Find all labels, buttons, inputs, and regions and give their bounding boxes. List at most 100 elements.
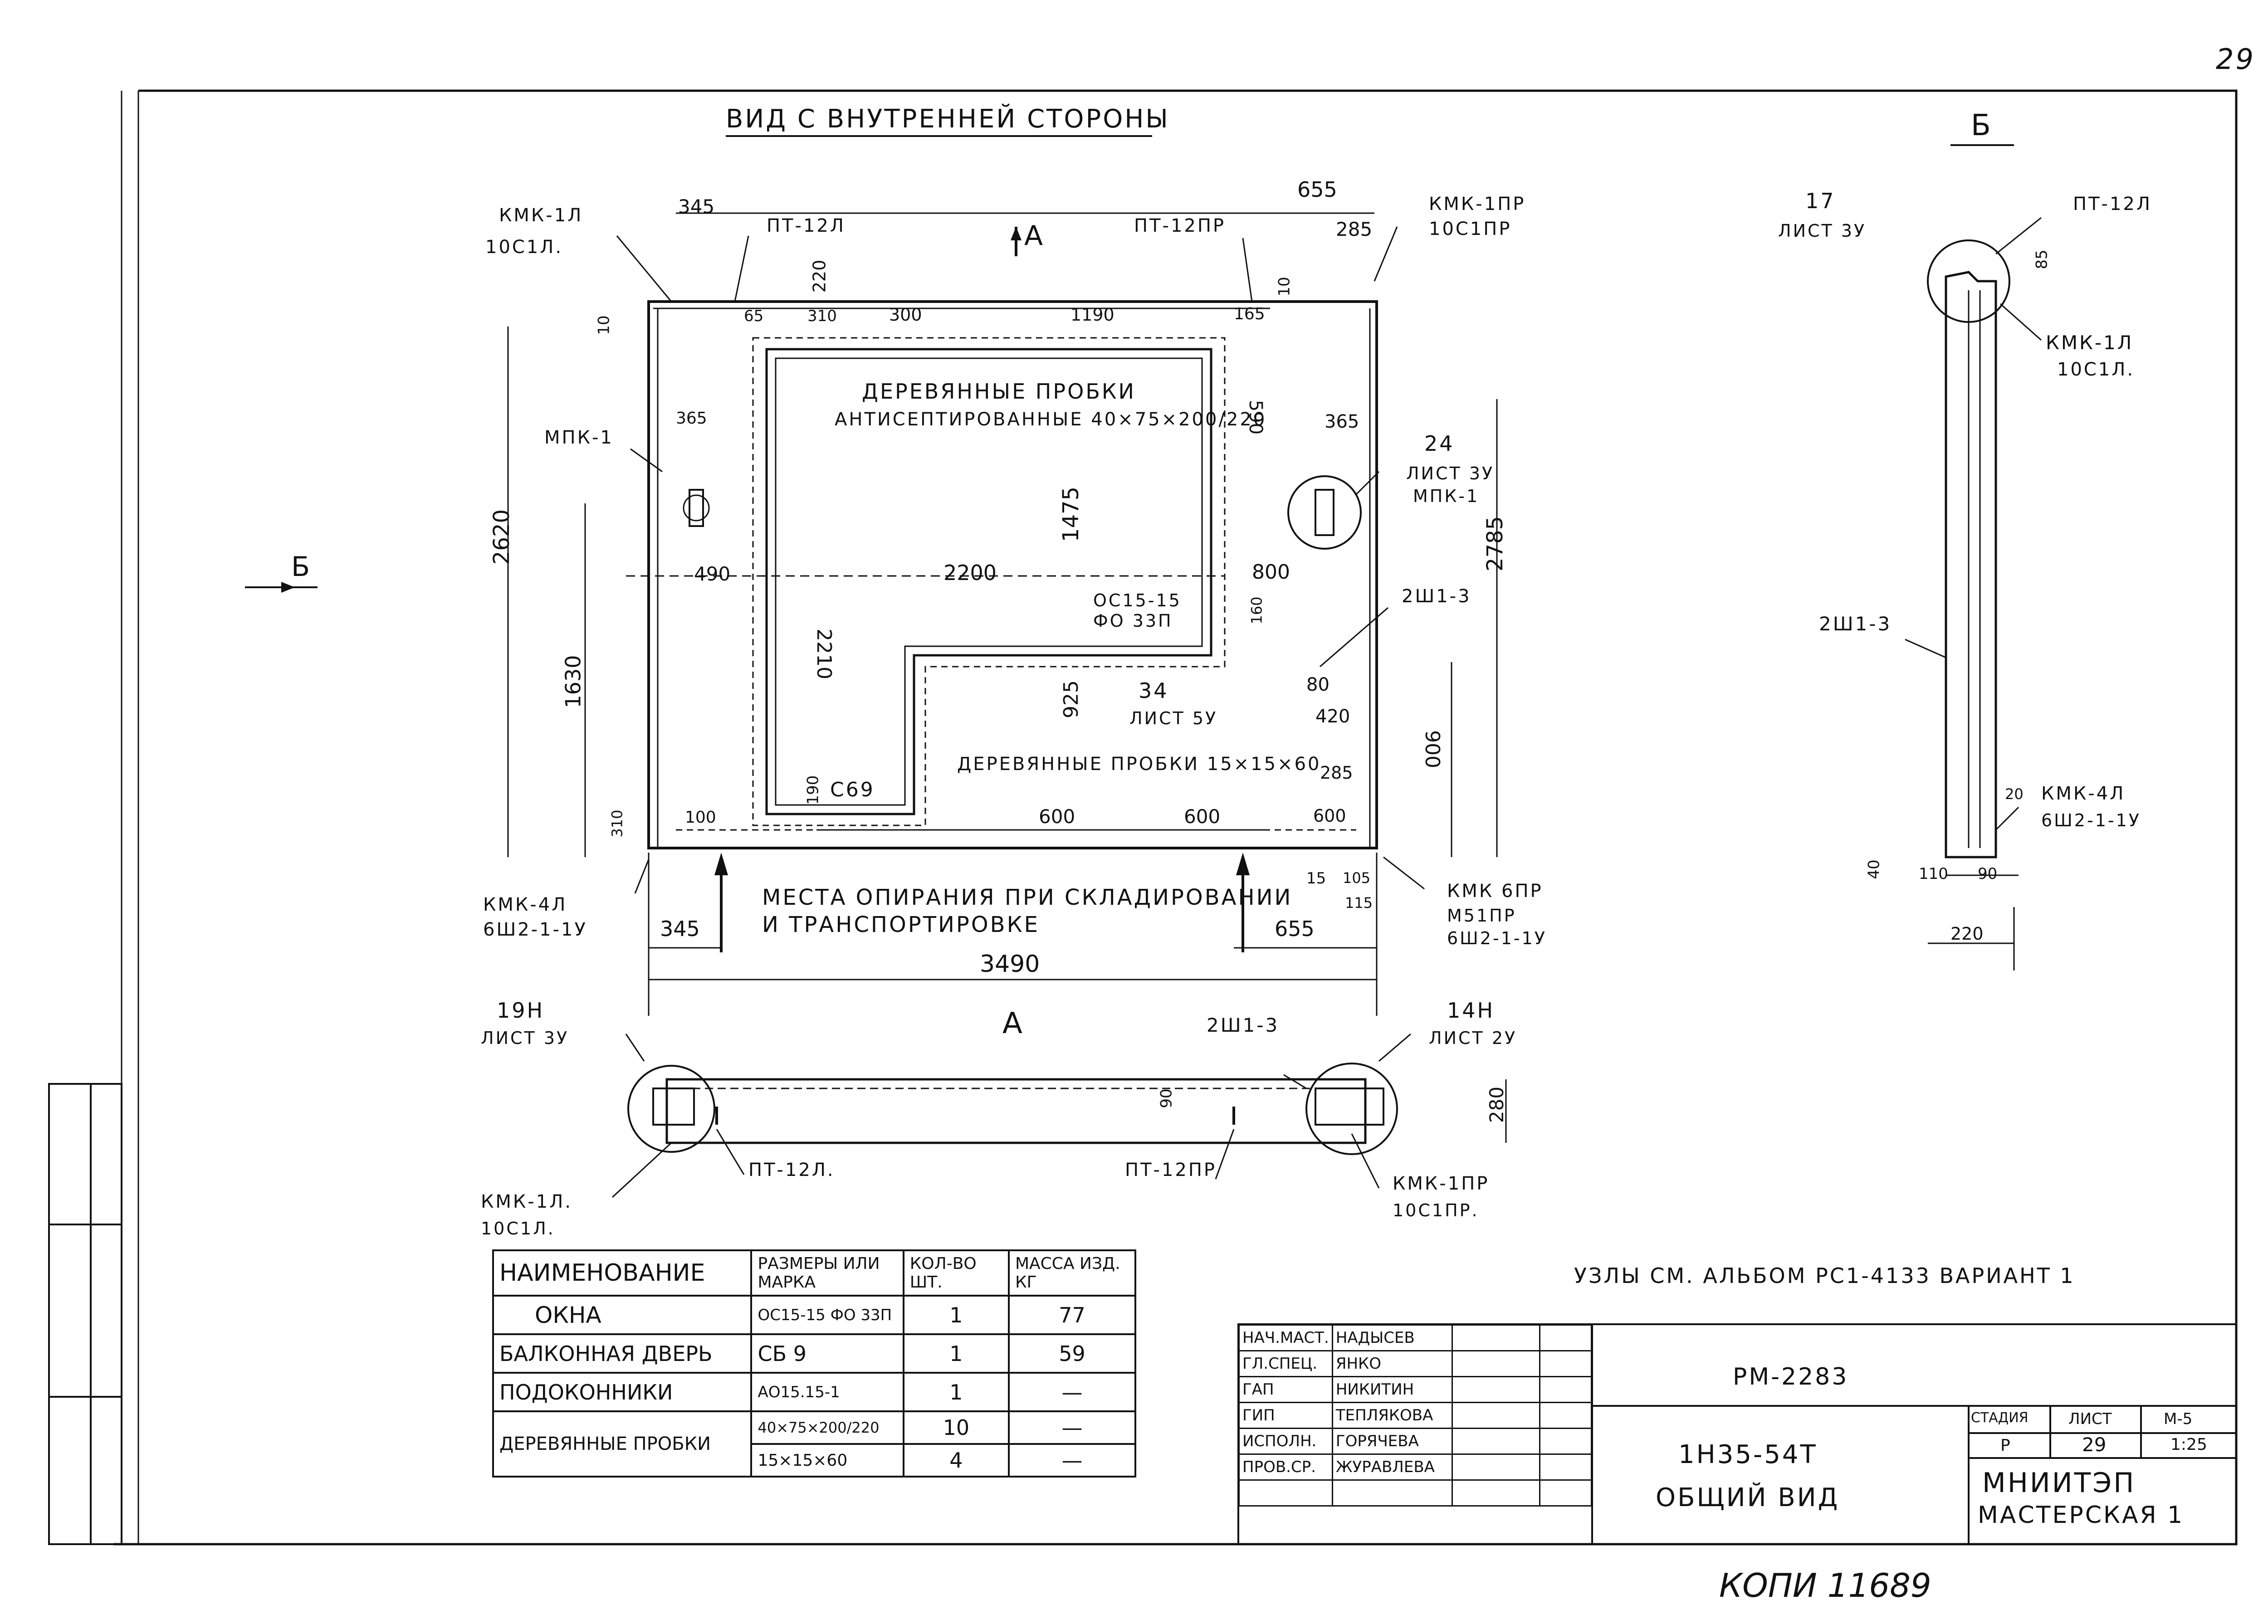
view-a-marker: А: [1024, 220, 1043, 252]
callout-ps1pr: 10С1ПР: [1429, 219, 1512, 239]
bottom-a-label: А: [1002, 1007, 1022, 1040]
tb-sign: [1452, 1324, 1541, 1351]
plan-ref19: 19Н: [497, 998, 545, 1023]
secb-dim-220: 220: [1950, 924, 1984, 944]
secb-dim-90: 90: [1978, 865, 1998, 883]
spec-cell: 1: [902, 1295, 1010, 1335]
spec-cell: 1: [902, 1372, 1010, 1412]
callout-pt12pr: ПТ-12ПР: [1134, 215, 1226, 236]
tb-name: НИКИТИН: [1331, 1376, 1453, 1403]
tb-sign: [1452, 1428, 1541, 1455]
dim-15: 15: [1306, 869, 1326, 888]
spec-cell: ОС15-15 ФО 33П: [750, 1295, 904, 1335]
spec-cell: 1: [902, 1333, 1010, 1374]
plan-pt12l: ПТ-12Л.: [748, 1160, 835, 1180]
callout-kmk4l: КМК-4Л: [483, 894, 567, 915]
spec-cell: БАЛКОННАЯ ДВЕРЬ: [492, 1333, 753, 1374]
spec-cell: ДЕРЕВЯННЫЕ ПРОБКИ: [492, 1410, 753, 1478]
tb-role: НАЧ.МАСТ.: [1238, 1324, 1333, 1351]
tb-sheet-label: ЛИСТ: [2068, 1410, 2112, 1428]
secb-ps1l: 10С1Л.: [2057, 359, 2135, 380]
callout-m51pr: М51ПР: [1447, 906, 1516, 926]
spec-cell: ОКНА: [492, 1295, 753, 1335]
table-row: 15×15×60 4 —: [493, 1443, 1137, 1478]
tb-name: ЯНКО: [1331, 1350, 1453, 1377]
tb-date: [1539, 1453, 1592, 1481]
tb-role: ГАП: [1238, 1376, 1333, 1403]
callout-mpk1: МПК-1: [544, 427, 614, 448]
tb-role: ГИП: [1238, 1402, 1333, 1429]
dim-1190: 1190: [1070, 305, 1114, 325]
dim-655-top: 655: [1297, 177, 1337, 202]
nodes-note: УЗЛЫ СМ. АЛЬБОМ РС1-4133 ВАРИАНТ 1: [1574, 1263, 2075, 1288]
dim-285-top: 285: [1336, 218, 1373, 240]
callout-ref24: 24: [1424, 431, 1455, 456]
spec-cell: 40×75×200/220: [750, 1410, 904, 1445]
tb-sign: [1452, 1350, 1541, 1377]
spec-table: НАИМЕНОВАНИЕ РАЗМЕРЫ ИЛИ МАРКА КОЛ-ВО ШТ…: [492, 1249, 1137, 1478]
callout-mesta2: И ТРАНСПОРТИРОВКЕ: [762, 912, 1040, 937]
dim-345-top: 345: [678, 195, 715, 218]
callout-ref24-mark: МПК-1: [1413, 486, 1480, 506]
tb-date: [1539, 1324, 1592, 1351]
tb-sign: [1452, 1376, 1541, 1403]
section-b-title: Б: [1971, 109, 1993, 142]
plan-ps1l: 10С1Л.: [481, 1219, 555, 1239]
callout-ps1l: 10С1Л.: [485, 237, 563, 258]
table-row: ГЛ.СПЕЦ.ЯНКО: [1238, 1350, 1592, 1377]
dim-115: 115: [1345, 894, 1373, 912]
tb-doc-code: РМ-2283: [1733, 1363, 1849, 1390]
callout-mesta1: МЕСТА ОПИРАНИЯ ПРИ СКЛАДИРОВАНИИ: [762, 885, 1293, 910]
plan-ref14-sheet: ЛИСТ 2У: [1429, 1028, 1517, 1048]
tb-scale-label: М-5: [2164, 1410, 2193, 1428]
plan-sh13: 2Ш1-3: [1207, 1014, 1280, 1036]
dim-490: 490: [694, 563, 731, 585]
secb-sh13: 2Ш1-3: [1819, 613, 1892, 635]
dim-80: 80: [1306, 674, 1330, 695]
table-row: НАЧ.МАСТ.НАДЫСЕВ: [1238, 1324, 1592, 1351]
callout-window-mark2: ФО 33П: [1093, 611, 1173, 631]
spec-cell: СБ 9: [750, 1333, 904, 1374]
tb-sheet-title: ОБЩИЙ ВИД: [1656, 1483, 1840, 1512]
secb-kmk4l: КМК-4Л: [2041, 783, 2126, 804]
dim-365b: 365: [1325, 411, 1359, 432]
tb-name: НАДЫСЕВ: [1331, 1324, 1453, 1351]
table-row: ИСПОЛН.ГОРЯЧЕВА: [1238, 1428, 1592, 1455]
tb-stage-value: Р: [2000, 1436, 2010, 1455]
secb-kmk4l-sub: 6Ш2-1-1У: [2041, 810, 2141, 830]
dim-655-bot: 655: [1275, 917, 1315, 941]
spec-cell: —: [1007, 1410, 1137, 1445]
callout-kmk6pr: КМК 6ПР: [1447, 881, 1543, 902]
callout-antisept: АНТИСЕПТИРОВАННЫЕ 40×75×200/220: [835, 409, 1267, 430]
dim-65: 65: [744, 307, 764, 325]
sheet-number: 29: [2216, 43, 2255, 76]
callout-derev-probki2: ДЕРЕВЯННЫЕ ПРОБКИ 15×15×60: [957, 754, 1321, 775]
tb-sign: [1452, 1402, 1541, 1429]
spec-cell: —: [1007, 1443, 1137, 1478]
callout-pt12l: ПТ-12Л: [767, 215, 846, 236]
table-row: ПОДОКОННИКИ АО15.15-1 1 —: [492, 1372, 1137, 1412]
callout-ref34-sheet: ЛИСТ 5У: [1129, 708, 1218, 728]
inner-view-title: ВИД С ВНУТРЕННЕЙ СТОРОНЫ: [726, 104, 1170, 134]
plan-ref14: 14Н: [1447, 998, 1495, 1023]
handwritten-note: КОПИ 11689: [1719, 1566, 1931, 1604]
dim-3490: 3490: [980, 951, 1040, 978]
table-row: ОКНА ОС15-15 ФО 33П 1 77: [492, 1295, 1137, 1335]
tb-project: 1Н35-54Т: [1678, 1440, 1818, 1469]
tb-sheet-value: 29: [2082, 1434, 2107, 1456]
tb-name: ГОРЯЧЕВА: [1331, 1428, 1453, 1455]
tb-workshop: МАСТЕРСКАЯ 1: [1978, 1502, 2185, 1529]
dim-365a: 365: [676, 409, 707, 428]
callout-kmk1pr: КМК-1ПР: [1429, 194, 1526, 215]
secb-ref17-sheet: ЛИСТ 3У: [1778, 221, 1867, 241]
table-row: [1238, 1479, 1592, 1507]
table-row: ДЕРЕВЯННЫЕ ПРОБКИ 40×75×200/220 10 —: [492, 1410, 1137, 1478]
spec-cell: ПОДОКОННИКИ: [492, 1372, 753, 1412]
callout-door-mark: С69: [830, 778, 875, 801]
dim-600b: 600: [1184, 805, 1221, 828]
spec-header-mass: МАССА ИЗД. КГ: [1007, 1249, 1137, 1297]
callout-window-mark: ОС15-15: [1093, 590, 1182, 610]
dim-420: 420: [1315, 706, 1350, 727]
